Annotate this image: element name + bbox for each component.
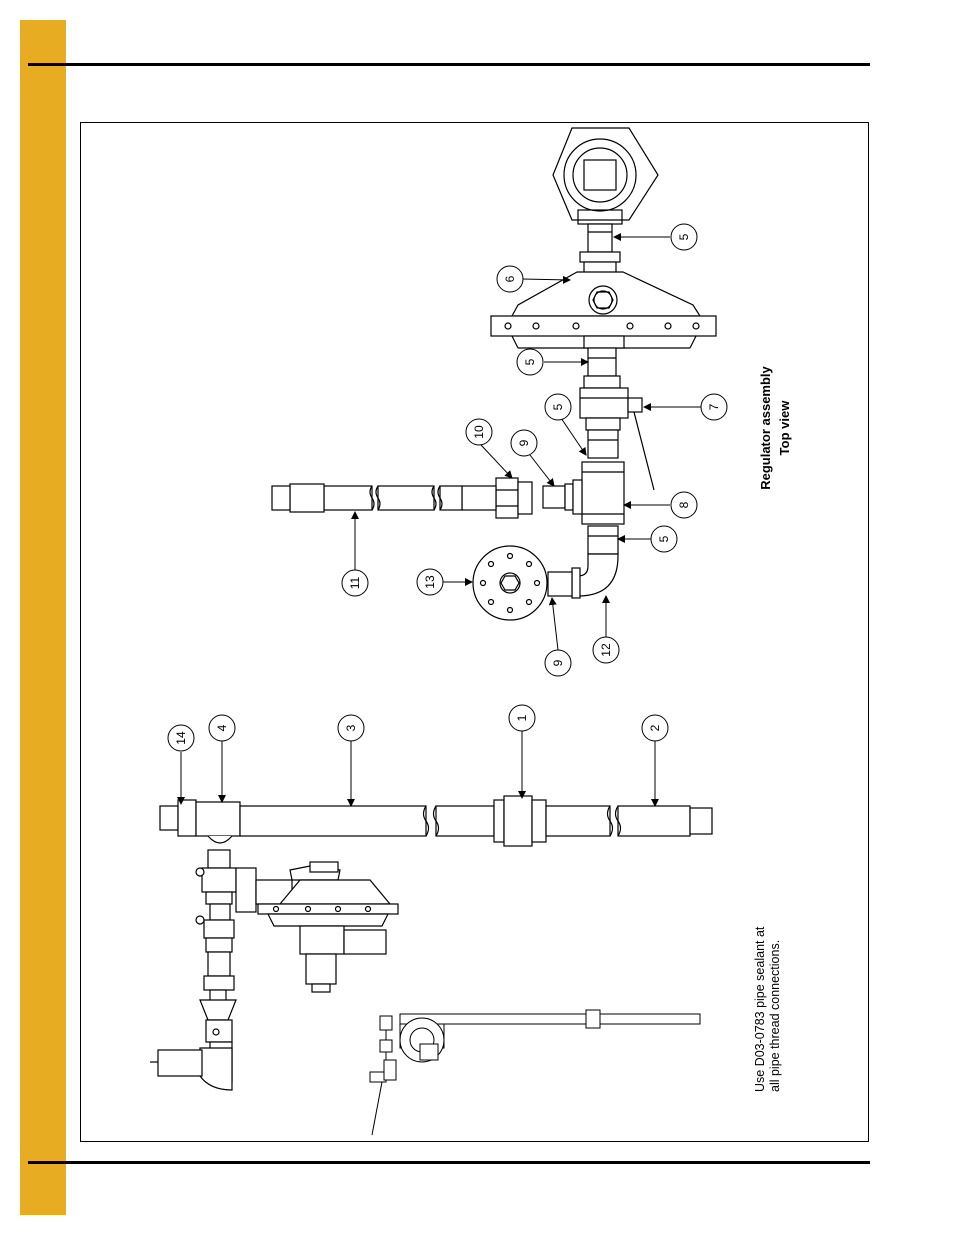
- callout-7: 7: [700, 393, 728, 421]
- svg-text:3: 3: [344, 724, 358, 731]
- note-line-1: Use D03-0783 pipe sealant at: [753, 926, 767, 1092]
- svg-text:11: 11: [348, 576, 362, 589]
- overall-assembly-view: [369, 1009, 701, 1136]
- svg-text:5: 5: [523, 358, 537, 365]
- callout-2: 2: [641, 714, 669, 742]
- callout-5-top: 5: [670, 223, 698, 251]
- svg-text:9: 9: [517, 439, 531, 446]
- header-rule: [28, 63, 870, 66]
- title-line-1: Regulator assembly: [758, 365, 773, 489]
- callout-1: 1: [508, 704, 536, 732]
- callout-5-bottom: 5: [650, 525, 678, 553]
- footer-rule: [28, 1161, 870, 1164]
- callout-11: 11: [341, 569, 369, 597]
- callout-4: 4: [208, 714, 236, 742]
- callout-14: 14: [167, 724, 195, 752]
- pipe-assembly: [159, 795, 713, 847]
- leader-lines-left: [177, 731, 659, 807]
- accent-side-bar: [20, 20, 66, 1215]
- callout-3: 3: [337, 714, 365, 742]
- diagram-frame: [80, 122, 869, 1142]
- svg-text:10: 10: [472, 425, 486, 439]
- svg-text:7: 7: [707, 403, 721, 410]
- svg-text:8: 8: [677, 501, 691, 508]
- svg-text:9: 9: [551, 659, 565, 666]
- callout-8: 8: [670, 491, 698, 519]
- title-line-2: Top view: [777, 400, 792, 456]
- callout-13: 13: [416, 568, 444, 596]
- callout-12: 12: [592, 636, 620, 664]
- svg-text:1: 1: [515, 714, 529, 721]
- callouts: 14 4 3 1 2 5 6 5 5 7 10 9 8 5 11 1: [167, 223, 728, 752]
- callout-10: 10: [465, 418, 493, 446]
- svg-text:6: 6: [503, 275, 517, 282]
- callout-5-mid: 5: [516, 348, 544, 376]
- svg-text:2: 2: [648, 724, 662, 731]
- svg-text:4: 4: [215, 724, 229, 731]
- svg-text:13: 13: [423, 575, 437, 589]
- svg-text:5: 5: [551, 403, 565, 410]
- regulator-top-view: [271, 127, 717, 621]
- regulator-side-view: [150, 849, 399, 1091]
- callout-5-valve: 5: [544, 393, 572, 421]
- callout-9-lower: 9: [544, 649, 572, 677]
- leader-lines-right: [351, 233, 701, 651]
- svg-text:12: 12: [599, 643, 613, 657]
- callout-6: 6: [496, 265, 524, 293]
- note-line-2: all pipe thread connections.: [768, 940, 782, 1092]
- svg-text:14: 14: [174, 731, 188, 745]
- svg-text:5: 5: [657, 535, 671, 542]
- callout-9-upper: 9: [510, 429, 538, 457]
- svg-text:5: 5: [677, 233, 691, 240]
